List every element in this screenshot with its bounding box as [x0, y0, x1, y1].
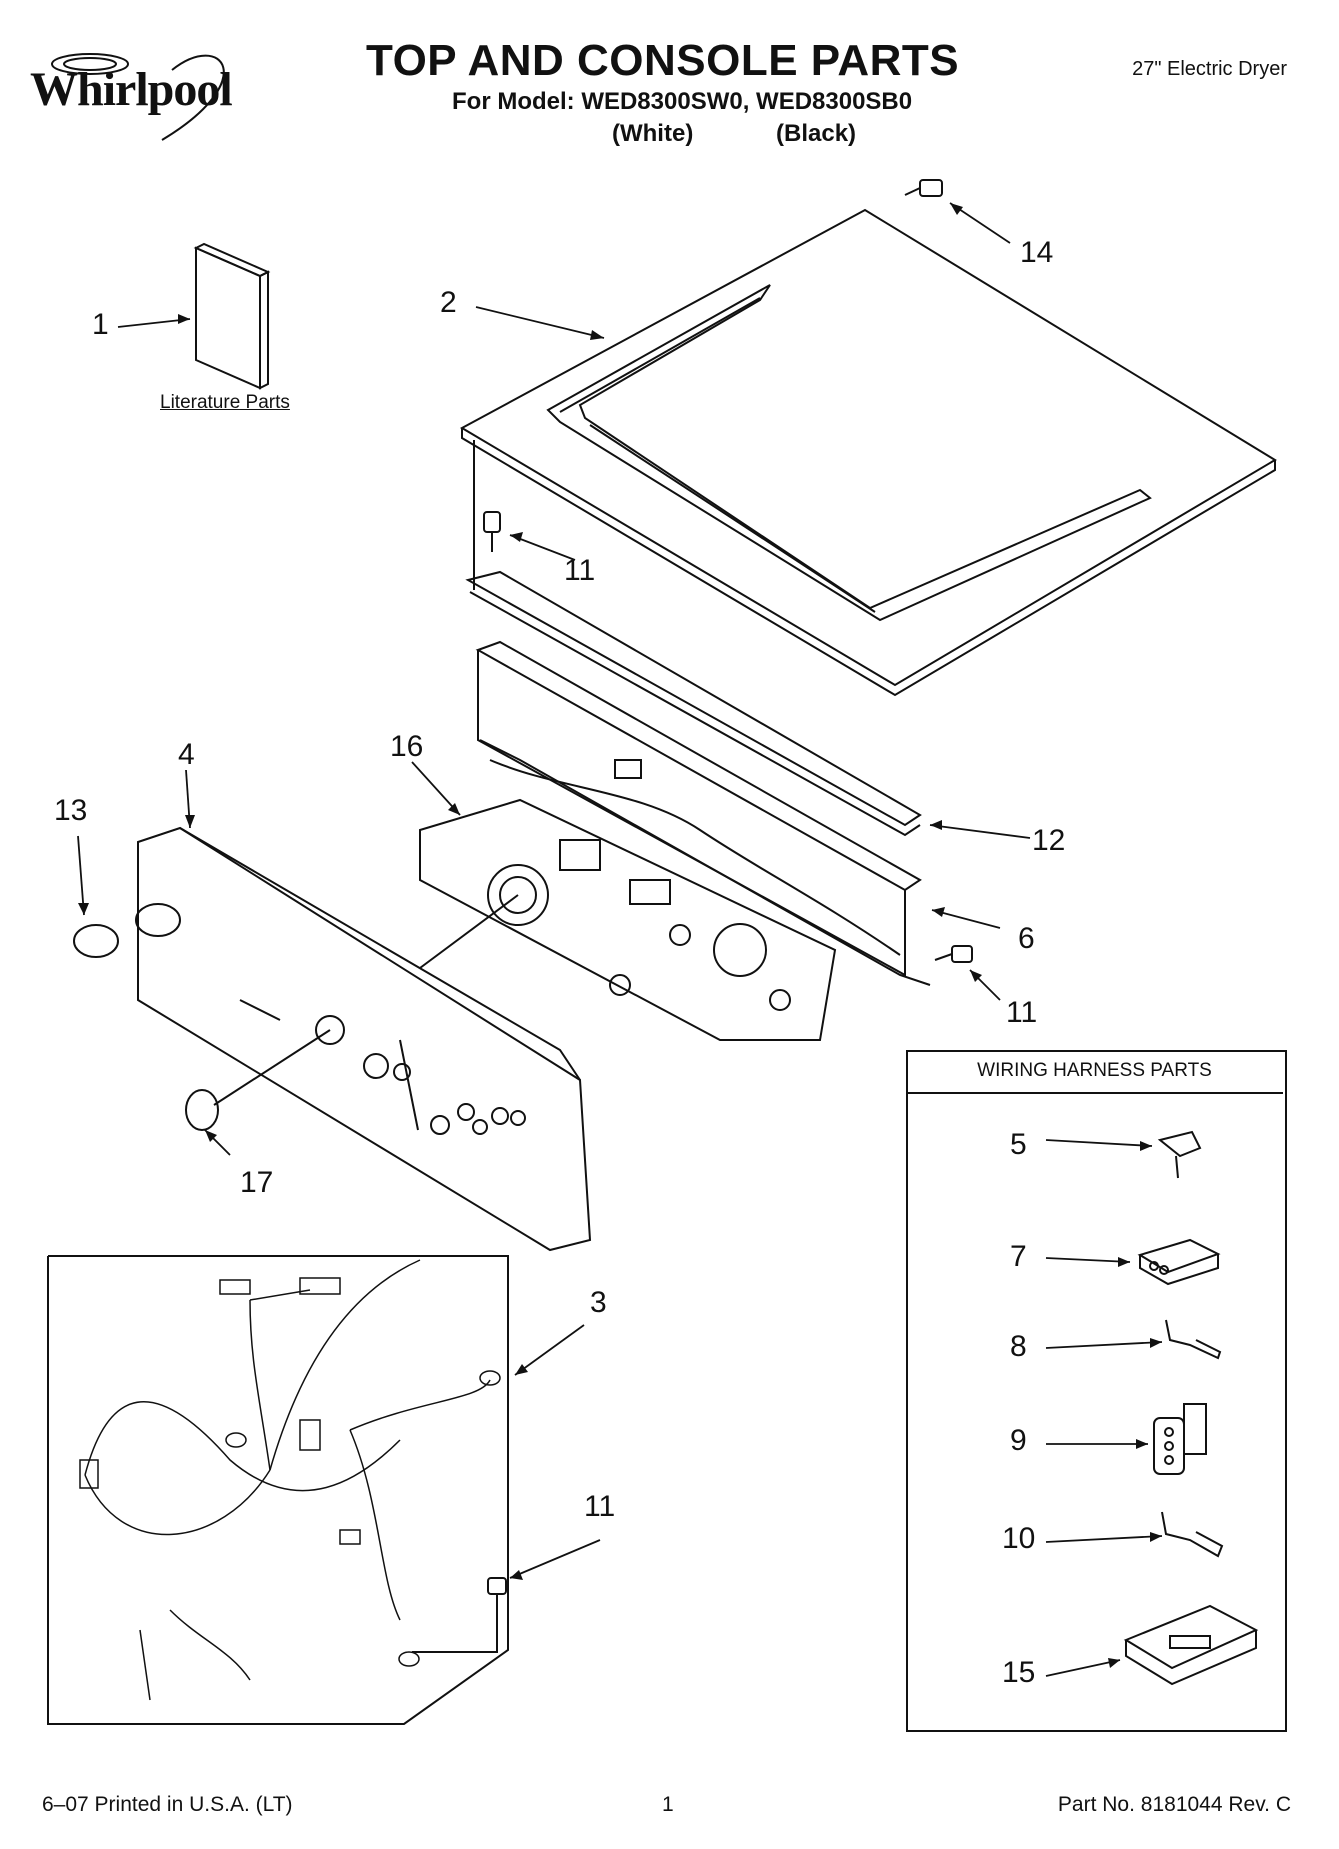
clip-icon	[1157, 1130, 1202, 1179]
knob	[185, 1029, 331, 1131]
callout-17: 17	[240, 1166, 274, 1199]
variant-white: (White)	[612, 120, 694, 147]
callout-4: 4	[178, 738, 195, 771]
screw-icon	[483, 511, 501, 552]
terminal-icon	[1165, 1319, 1222, 1360]
callout-6: 6	[1018, 922, 1035, 955]
callout-2: 2	[440, 286, 457, 319]
product-type: 27" Electric Dryer	[1132, 58, 1287, 80]
wire-harness	[79, 1259, 501, 1701]
callout-16: 16	[390, 730, 424, 763]
callout-15: 15	[1002, 1656, 1036, 1689]
block-connector-icon	[1123, 1604, 1259, 1686]
badge-ring	[73, 924, 119, 958]
callout-12: 12	[1032, 824, 1066, 857]
brand-logo: Whirlpool	[30, 63, 233, 116]
screw-icon	[934, 945, 973, 963]
terminal-icon	[1161, 1511, 1224, 1558]
callout-5: 5	[1010, 1128, 1027, 1161]
page-title: TOP AND CONSOLE PARTS	[366, 36, 960, 85]
literature-booklet	[193, 242, 271, 390]
footer-printed: 6–07 Printed in U.S.A. (LT)	[42, 1793, 293, 1816]
callout-8: 8	[1010, 1330, 1027, 1363]
callout-11-middle: 11	[1006, 996, 1038, 1029]
wiring-harness-parts-box	[906, 1050, 1287, 1732]
footer-page-number: 1	[662, 1793, 674, 1816]
callout-9: 9	[1010, 1424, 1027, 1457]
callout-10: 10	[1002, 1522, 1036, 1555]
connector-icon	[1137, 1238, 1221, 1286]
callout-1: 1	[92, 308, 109, 341]
literature-parts-label: Literature Parts	[160, 392, 290, 413]
screw-icon	[412, 1577, 507, 1653]
callout-14: 14	[1020, 236, 1054, 269]
footer-part-number: Part No. 8181044 Rev. C	[1057, 1793, 1291, 1816]
screw-icon	[904, 179, 943, 197]
control-board	[419, 798, 837, 1041]
harness-box	[47, 1255, 509, 1725]
wiring-harness-title: WIRING HARNESS PARTS	[906, 1050, 1283, 1094]
console-panel	[135, 826, 592, 1252]
top-panel	[459, 208, 1277, 697]
whirlpool-logo-swoosh	[51, 53, 225, 141]
front-brace	[465, 570, 931, 986]
callout-3: 3	[590, 1286, 607, 1319]
callout-11-bottom: 11	[584, 1490, 616, 1523]
housing-icon	[1153, 1403, 1207, 1475]
callout-13: 13	[54, 794, 88, 827]
model-subtitle: For Model: WED8300SW0, WED8300SB0	[452, 88, 913, 115]
callout-11-top: 11	[564, 554, 596, 587]
callout-7: 7	[1010, 1240, 1027, 1273]
variant-black: (Black)	[776, 120, 857, 147]
